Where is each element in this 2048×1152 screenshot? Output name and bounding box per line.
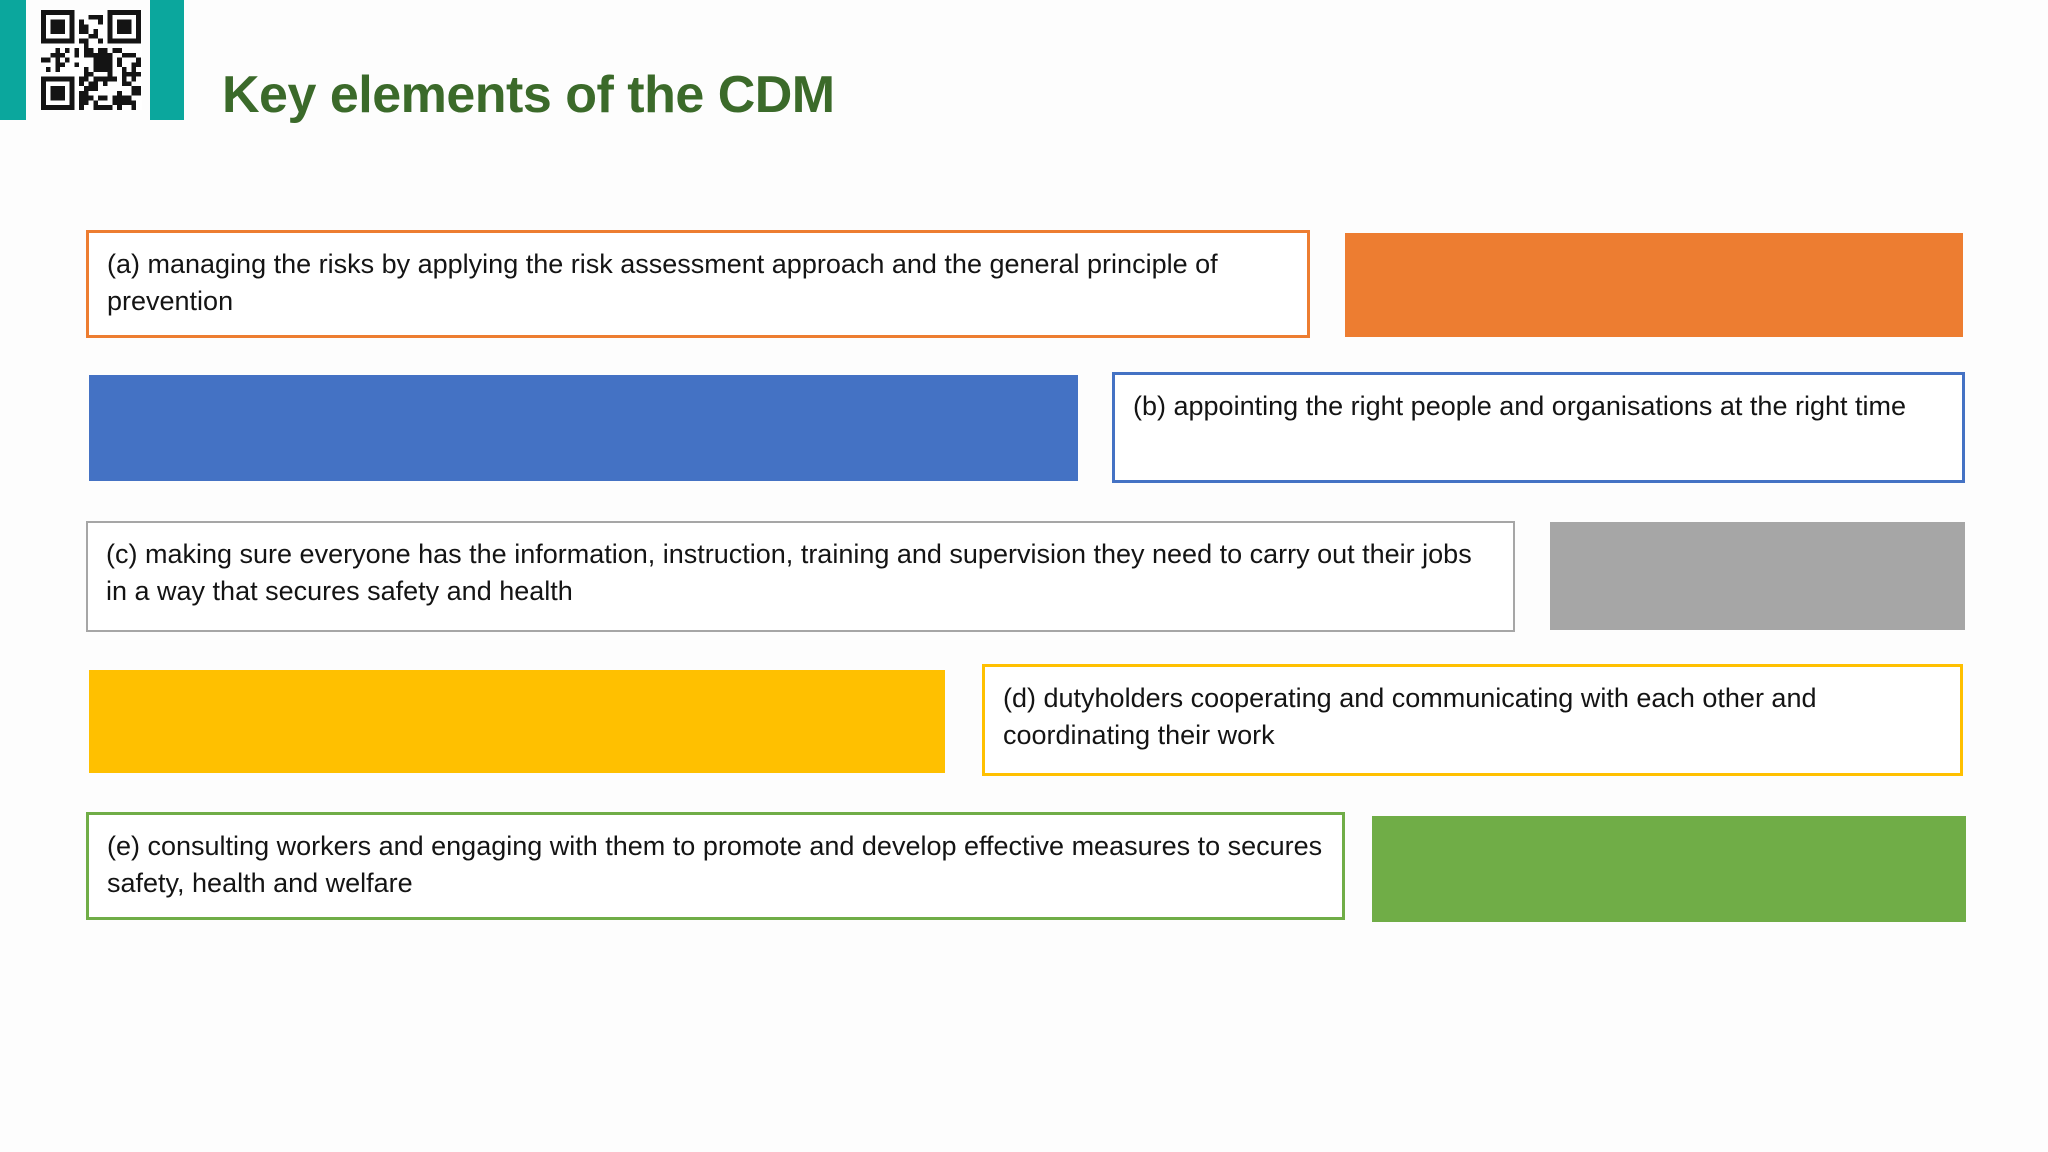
text-box-e-label: (e) consulting workers and engaging with…	[107, 831, 1323, 899]
text-box-b-label: (b) appointing the right people and orga…	[1133, 391, 1906, 421]
orange-bar	[1345, 233, 1963, 337]
qr-code-icon	[40, 10, 142, 110]
text-box-d: (d) dutyholders cooperating and communic…	[982, 664, 1963, 776]
text-box-a: (a) managing the risks by applying the r…	[86, 230, 1310, 338]
text-box-e: (e) consulting workers and engaging with…	[86, 812, 1345, 920]
blue-bar	[89, 375, 1078, 481]
page-title: Key elements of the CDM	[222, 65, 835, 124]
text-box-c-label: (c) making sure everyone has the informa…	[106, 539, 1472, 607]
text-box-c: (c) making sure everyone has the informa…	[86, 521, 1515, 632]
text-box-b: (b) appointing the right people and orga…	[1112, 372, 1965, 483]
text-box-a-label: (a) managing the risks by applying the r…	[107, 249, 1218, 317]
text-box-d-label: (d) dutyholders cooperating and communic…	[1003, 683, 1817, 751]
green-bar	[1372, 816, 1966, 922]
gold-bar	[89, 670, 945, 773]
gray-bar	[1550, 522, 1965, 630]
teal-accent-bar-right	[150, 0, 184, 120]
teal-accent-bar-left	[0, 0, 26, 120]
